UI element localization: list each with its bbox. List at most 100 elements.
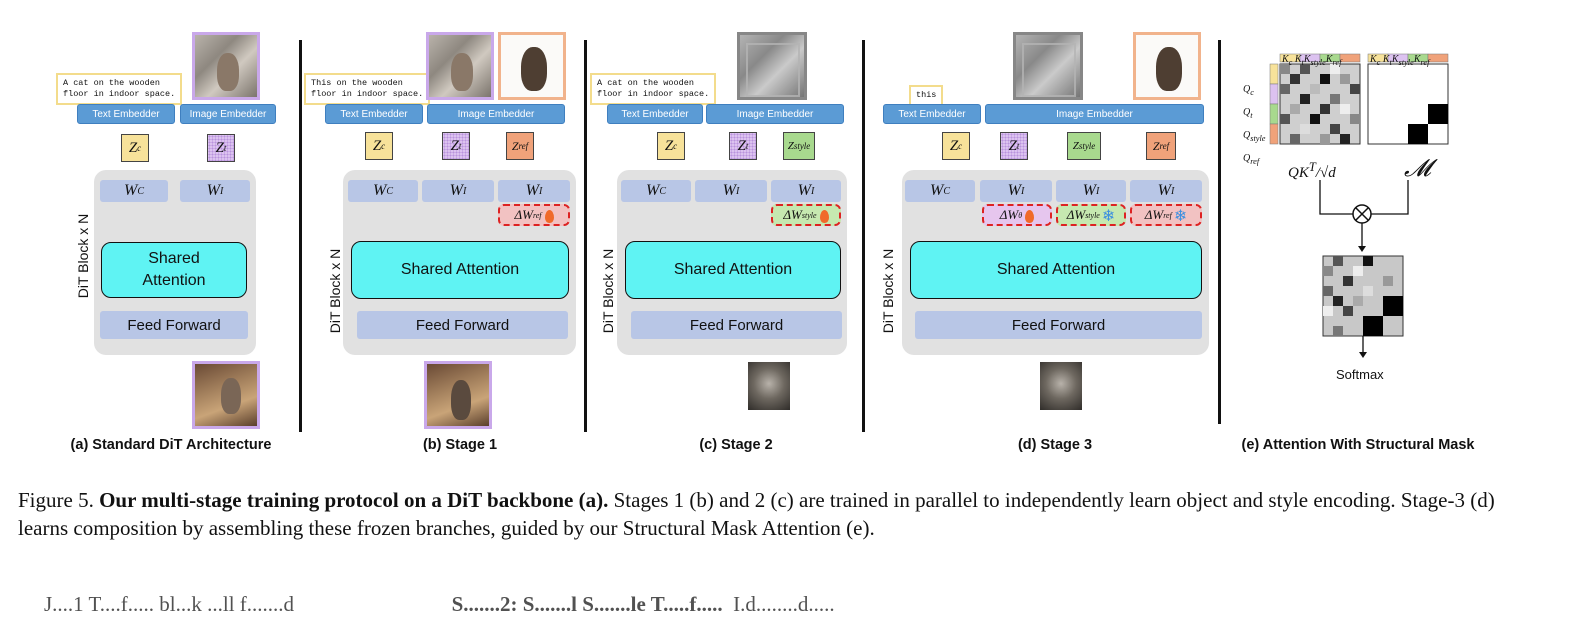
cat-figure [521,47,547,91]
image-embedder: Image Embedder [985,104,1204,124]
feed-forward: Feed Forward [357,311,568,339]
style-image [1013,32,1083,100]
subject-overlay [746,43,800,97]
feed-forward: Feed Forward [631,311,842,339]
image-embedder: Image Embedder [180,104,276,124]
feed-forward: Feed Forward [915,311,1202,339]
flame-icon [819,209,829,223]
structural-mask [1367,53,1449,145]
dit-block-label: DiT Block x N [75,213,91,299]
subject-overlay [1022,43,1076,97]
shared-attention: Shared Attention [625,241,841,299]
output-image [1040,362,1082,410]
shared-attention: Shared Attention [351,241,569,299]
panel-divider [299,40,302,432]
cat-figure [1156,47,1182,91]
text-embedder: Text Embedder [325,104,423,124]
subject-image [426,32,494,100]
panel-caption: (e) Attention With Structural Mask [1241,437,1475,453]
cat-figure [451,380,471,420]
figure-caption: Figure 5. Our multi-stage training proto… [18,486,1548,542]
softmax-label: Softmax [1336,367,1384,382]
panel-divider [1218,40,1221,424]
dit-block-label: DiT Block x N [327,248,343,334]
flame-icon [1025,209,1035,223]
figure-caption-bold: Our multi-stage training protocol on a D… [99,488,609,512]
cat-figure [221,378,241,414]
output-image [424,361,492,429]
panel-caption: (b) Stage 1 [422,437,498,453]
result-matrix [1322,255,1404,337]
figure-caption-text: Stages 1 (b) and 2 (c) are trained in pa… [18,488,1495,540]
style-image [737,32,807,100]
panel-divider [584,40,587,432]
feed-forward: Feed Forward [100,311,248,339]
text-embedder: Text Embedder [77,104,175,124]
attention-mask-diagram [1266,53,1449,358]
shared-attention: Shared Attention [910,241,1202,299]
text-embedder: Text Embedder [883,104,981,124]
snowflake-icon: ❄ [1173,205,1188,225]
text-prompt: this [909,85,944,106]
cat-figure [451,53,473,91]
panel-caption: (c) Stage 2 [699,437,773,453]
image-embedder: Image Embedder [706,104,844,124]
qk-matrix [1266,53,1361,145]
subject-image [192,32,260,100]
dit-block-label: DiT Block x N [600,248,616,334]
body-text-cutoff: J....1 T....f..... bl...k ...ll f.......… [44,592,835,616]
panel-caption: (d) Stage 3 [1017,437,1093,453]
panel-caption: (a) Standard DiT Architecture [70,437,272,453]
dit-block-label: DiT Block x N [880,248,896,334]
figure-label: Figure 5. [18,488,94,512]
panel-divider [862,40,865,432]
flame-icon [544,209,554,223]
image-embedder: Image Embedder [427,104,565,124]
key-label: Kc KtKstyleKref [1282,54,1342,67]
snowflake-icon: ❄ [1101,205,1116,225]
output-image [192,361,260,429]
reference-image [498,32,566,100]
reference-image [1133,32,1201,100]
text-embedder: Text Embedder [607,104,703,124]
qk-formula: QKT/√d [1288,160,1336,181]
output-image [748,362,790,410]
cat-figure [217,53,239,91]
mask-symbol: 𝓜 [1404,154,1431,182]
key-label: Kc KtKstyleKref [1370,54,1430,67]
